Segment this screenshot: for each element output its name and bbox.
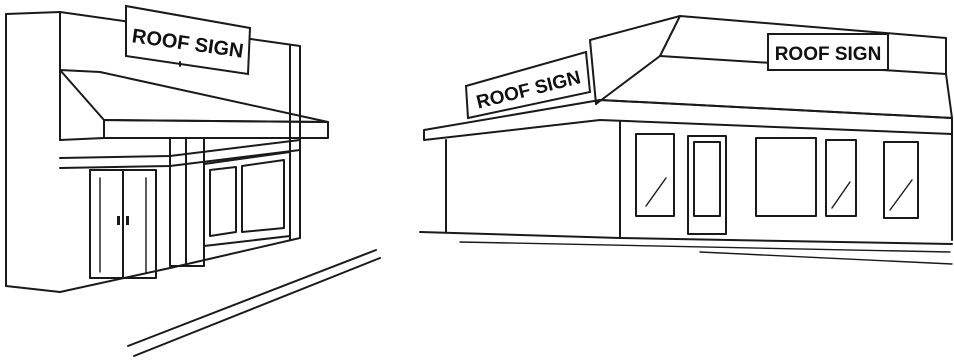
street-lines	[128, 250, 380, 356]
awning	[60, 70, 328, 122]
storefront-fascia-lower	[60, 150, 300, 168]
right-commercial-building: ROOF SIGN ROOF SIGN	[420, 16, 952, 264]
window-1-glare	[646, 178, 666, 206]
right-building-base-left	[420, 232, 620, 238]
curb-line-1	[128, 250, 376, 346]
window-1	[636, 134, 674, 216]
mansard-corner	[660, 16, 680, 56]
right-building-sign-right-text: ROOF SIGN	[775, 44, 882, 65]
left-storefront-building: ROOF SIGN	[6, 6, 328, 292]
window-4	[884, 142, 918, 218]
door-handle-left	[117, 216, 120, 225]
awning-valance	[104, 120, 328, 138]
right-building-base-right	[620, 238, 952, 244]
window-4-glare	[890, 180, 912, 210]
awning-underside	[60, 138, 104, 140]
window-3-glare	[832, 182, 850, 208]
window-2	[756, 138, 816, 216]
door-handle-right	[126, 216, 129, 225]
ground-shadow-2	[700, 252, 952, 264]
curb-line-2	[134, 258, 380, 356]
mansard-left-slope	[590, 40, 596, 104]
display-window-pane-left	[210, 167, 236, 236]
entrance-door-glass	[694, 142, 720, 216]
left-building-ground-line	[6, 286, 60, 292]
display-window-pane-right	[242, 160, 284, 232]
window-3	[826, 140, 856, 216]
